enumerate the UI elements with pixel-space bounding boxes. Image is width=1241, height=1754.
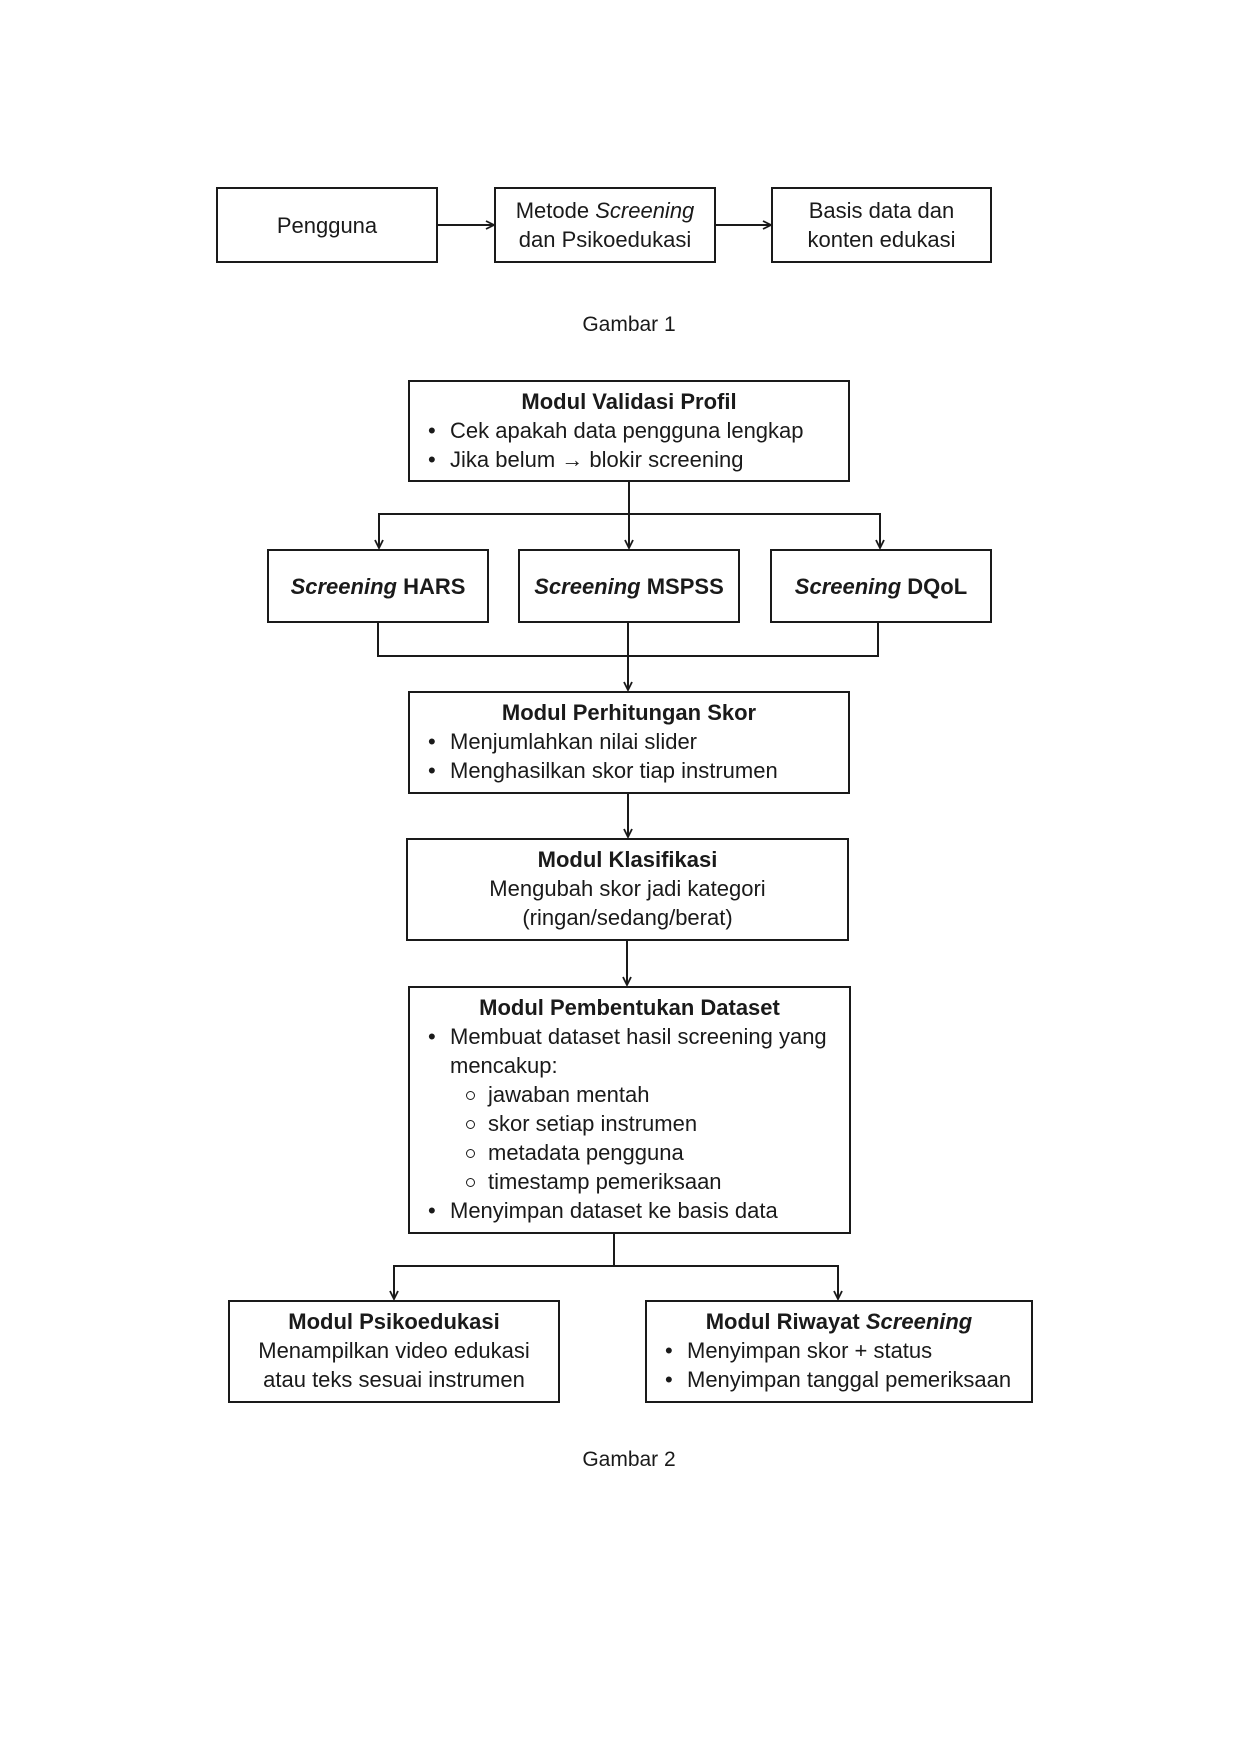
dataset-item1-line2: mencakup: — [450, 1053, 558, 1078]
riwayat-title-italic: Screening — [866, 1309, 972, 1334]
riwayat-item: Menyimpan tanggal pemeriksaan — [647, 1365, 1031, 1394]
line-branch-left — [379, 514, 629, 548]
screening-dqol-name: DQoL — [907, 574, 967, 599]
psikoedukasi-title: Modul Psikoedukasi — [230, 1307, 558, 1336]
dataset-subitem: metadata pengguna — [410, 1138, 849, 1167]
dataset-title: Modul Pembentukan Dataset — [410, 993, 849, 1022]
perhitungan-title: Modul Perhitungan Skor — [410, 698, 848, 727]
riwayat-title-prefix: Modul Riwayat — [706, 1309, 860, 1334]
screening-dqol-box: Screening DQoL — [770, 549, 992, 623]
perhitungan-item: Menjumlahkan nilai slider — [410, 727, 848, 756]
caption-figure-1: Gambar 1 — [529, 313, 729, 337]
screening-dqol-label: Screening DQoL — [795, 572, 967, 601]
perhitungan-item: Menghasilkan skor tiap instrumen — [410, 756, 848, 785]
screening-mspss-italic: Screening — [534, 574, 640, 599]
db-line1: Basis data dan — [809, 196, 955, 225]
screening-mspss-name: MSPSS — [647, 574, 724, 599]
dataset-subitem: timestamp pemeriksaan — [410, 1167, 849, 1196]
user-box: Pengguna — [216, 187, 438, 263]
riwayat-item: Menyimpan skor + status — [647, 1336, 1031, 1365]
caption-figure-2: Gambar 2 — [529, 1448, 729, 1472]
screening-mspss-box: Screening MSPSS — [518, 549, 740, 623]
screening-mspss-label: Screening MSPSS — [534, 572, 724, 601]
psikoedukasi-line1: Menampilkan video edukasi — [230, 1336, 558, 1365]
validasi-item: Jika belum → blokir screening — [410, 445, 848, 474]
method-prefix: Metode — [516, 198, 589, 223]
line-to-riwayat — [614, 1266, 838, 1299]
screening-hars-box: Screening HARS — [267, 549, 489, 623]
validasi-list: Cek apakah data pengguna lengkap Jika be… — [410, 416, 848, 474]
klasifikasi-line2: (ringan/sedang/berat) — [408, 903, 847, 932]
method-box: Metode Screening dan Psikoedukasi — [494, 187, 716, 263]
dataset-box: Modul Pembentukan Dataset Membuat datase… — [408, 986, 851, 1234]
method-line1: Metode Screening — [516, 196, 695, 225]
psikoedukasi-line2: atau teks sesuai instrumen — [230, 1365, 558, 1394]
klasifikasi-line1: Mengubah skor jadi kategori — [408, 874, 847, 903]
method-italic: Screening — [595, 198, 694, 223]
riwayat-title: Modul Riwayat Screening — [647, 1307, 1031, 1336]
validasi-box: Modul Validasi Profil Cek apakah data pe… — [408, 380, 850, 482]
line-branch-right — [629, 514, 880, 548]
screening-hars-italic: Screening — [291, 574, 397, 599]
dataset-item: Membuat dataset hasil screening yang men… — [410, 1022, 849, 1080]
validasi-title: Modul Validasi Profil — [410, 387, 848, 416]
riwayat-list: Menyimpan skor + status Menyimpan tangga… — [647, 1336, 1031, 1394]
dataset-item: Menyimpan dataset ke basis data — [410, 1196, 849, 1225]
database-box: Basis data dan konten edukasi — [771, 187, 992, 263]
perhitungan-box: Modul Perhitungan Skor Menjumlahkan nila… — [408, 691, 850, 794]
dataset-subitem: skor setiap instrumen — [410, 1109, 849, 1138]
line-to-psikoedukasi — [394, 1266, 614, 1299]
dataset-subitem: jawaban mentah — [410, 1080, 849, 1109]
validasi-item: Cek apakah data pengguna lengkap — [410, 416, 848, 445]
klasifikasi-title: Modul Klasifikasi — [408, 845, 847, 874]
db-line2: konten edukasi — [808, 225, 956, 254]
screening-dqol-italic: Screening — [795, 574, 901, 599]
klasifikasi-box: Modul Klasifikasi Mengubah skor jadi kat… — [406, 838, 849, 941]
perhitungan-list: Menjumlahkan nilai slider Menghasilkan s… — [410, 727, 848, 785]
user-label: Pengguna — [277, 211, 377, 240]
dataset-list: Membuat dataset hasil screening yang men… — [410, 1022, 849, 1225]
method-line2: dan Psikoedukasi — [519, 225, 691, 254]
psikoedukasi-box: Modul Psikoedukasi Menampilkan video edu… — [228, 1300, 560, 1403]
screening-hars-name: HARS — [403, 574, 465, 599]
dataset-item1-line1: Membuat dataset hasil screening yang — [450, 1024, 827, 1049]
screening-hars-label: Screening HARS — [291, 572, 466, 601]
riwayat-box: Modul Riwayat Screening Menyimpan skor +… — [645, 1300, 1033, 1403]
